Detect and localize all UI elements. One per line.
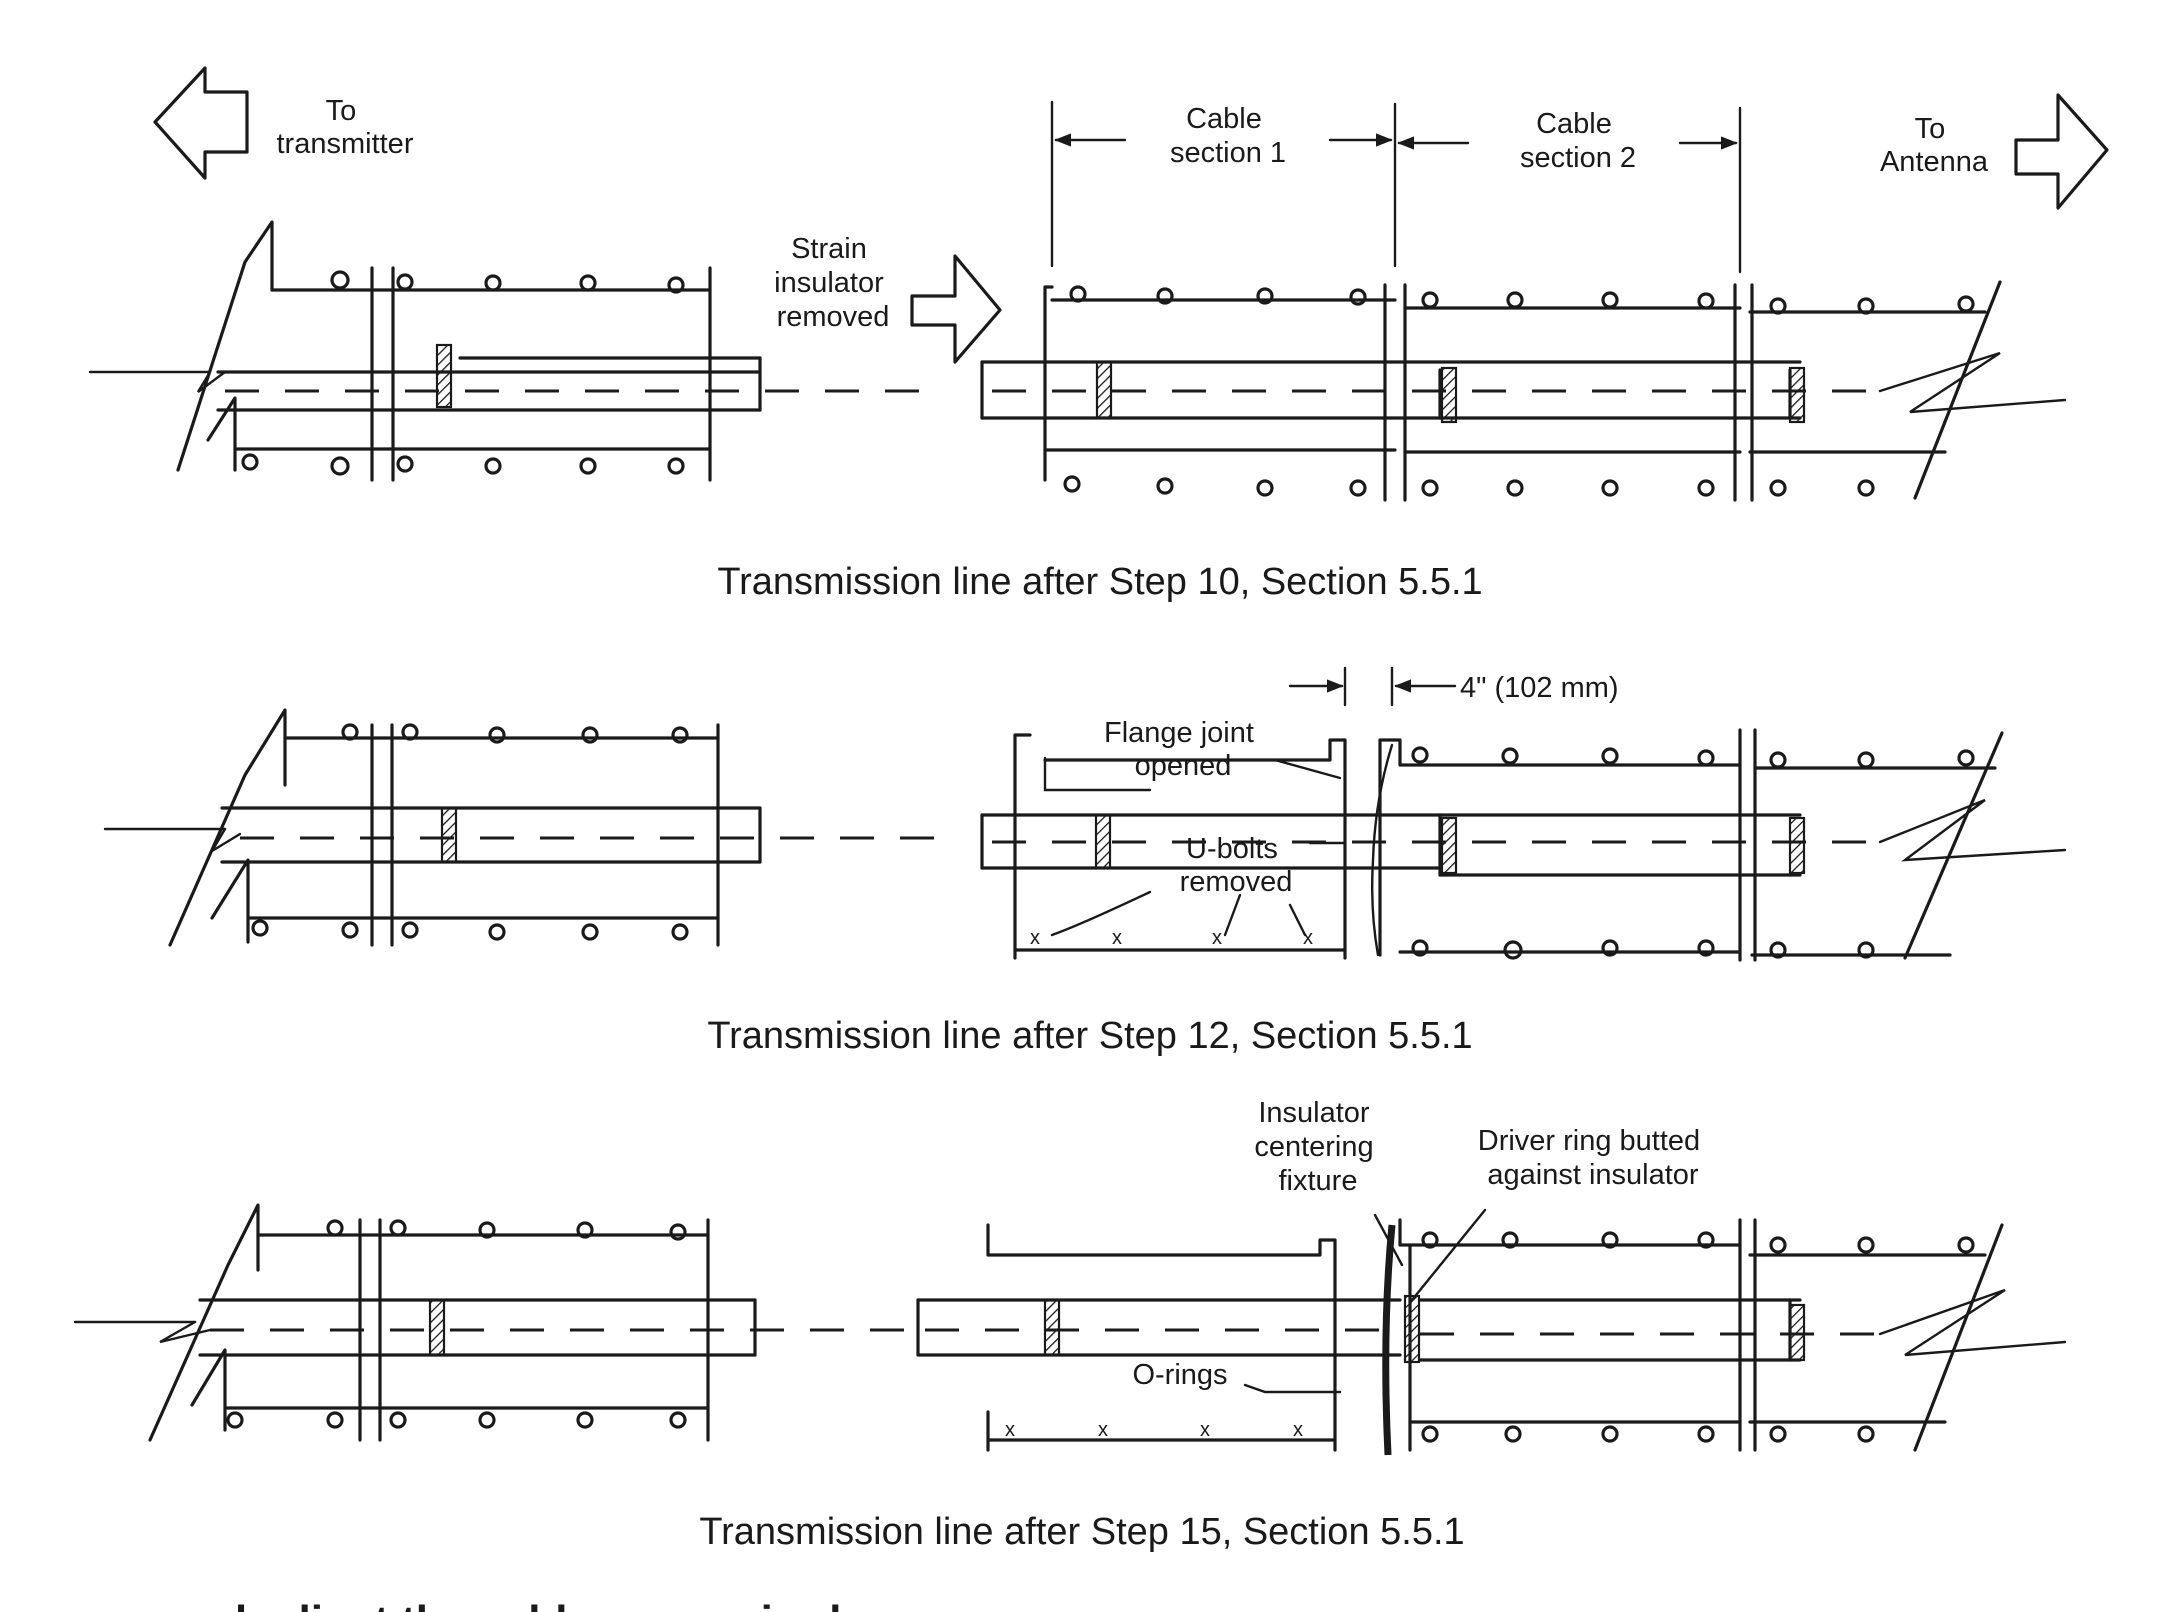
cable-section-2-label: Cable section 2 [1520,108,1636,174]
panel-3-caption: Transmission line after Step 15, Section… [699,1511,1464,1553]
panel-1-left-segment [88,220,930,482]
to-antenna-label: To Antenna [1880,113,1989,178]
panel-2-left-bolts [251,723,689,941]
to-transmitter-label: To transmitter [277,95,414,160]
panel-1-right-bolts [1063,285,1975,497]
panel-3-right-bolts [1421,1231,1975,1443]
panel-2-caption: Transmission line after Step 12, Section… [707,1015,1472,1057]
svg-text:x: x [1098,1419,1108,1441]
panel-2-right-bolts [1411,746,1975,960]
cable-section-dimensions [1050,100,1742,274]
panel-3-left-segment [73,1203,930,1442]
to-transmitter-arrow [153,66,249,180]
strain-insulator-removed-arrow [910,254,1002,364]
svg-text:x: x [1030,927,1040,949]
svg-text:x: x [1112,927,1122,949]
o-rings-label: O-rings [1132,1359,1227,1391]
panel-1-left-bolts [241,270,685,476]
svg-text:x: x [1303,927,1313,949]
strain-insulator-removed-label: Strain insulator removed [774,233,892,333]
svg-text:x: x [1200,1419,1210,1441]
to-antenna-arrow [2014,93,2109,210]
gap-dimension-label: 4" (102 mm) [1460,672,1619,704]
panel-1-right-segment [980,280,2067,502]
svg-text:x: x [1005,1419,1015,1441]
flange-joint-opened-label: Flange joint opened [1104,717,1262,782]
panel-1-caption: Transmission line after Step 10, Section… [717,561,1482,603]
svg-text:x: x [1293,1419,1303,1441]
u-bolts-removed-label: U-bolts removed [1180,833,1293,898]
cable-section-1-label: Cable section 1 [1170,103,1286,169]
panel-2-left-segment [103,708,940,947]
svg-text:x: x [1212,927,1222,949]
panel-3-left-bolts [226,1219,687,1429]
gap-dimension [1288,666,1457,707]
driver-ring-label: Driver ring butted against insulator [1478,1125,1709,1191]
footer-partial-text: ... and adjust the cable as required ... [120,1597,890,1612]
insulator-centering-fixture-label: Insulator centering fixture [1254,1097,1381,1197]
